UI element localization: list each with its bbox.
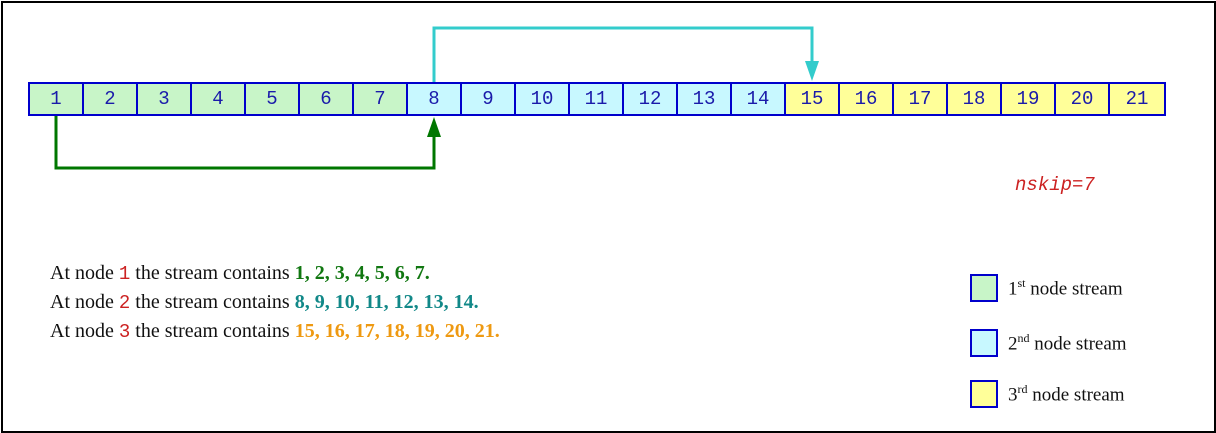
cell-4: 4 [192,84,246,114]
cell-3: 3 [138,84,192,114]
node-number: 3 [118,321,131,343]
stream-numbers: 15, 16, 17, 18, 19, 20, 21. [294,320,500,342]
line-prefix: At node [50,291,119,313]
cell-17: 17 [894,84,948,114]
line-prefix: At node [50,262,119,284]
legend-swatch [970,274,998,302]
cell-19: 19 [1002,84,1056,114]
line-middle: the stream contains [130,291,295,313]
line-prefix: At node [50,320,119,342]
arrowhead-15 [805,61,819,81]
cell-12: 12 [624,84,678,114]
cell-6: 6 [300,84,354,114]
stream-line-node-2: At node 2 the stream contains 8, 9, 10, … [50,291,479,314]
line-middle: the stream contains [130,262,295,284]
stream-numbers: 1, 2, 3, 4, 5, 6, 7. [294,262,430,284]
cell-7: 7 [354,84,408,114]
cell-5: 5 [246,84,300,114]
legend-label: 1st node stream [1008,275,1123,300]
legend-swatch [970,329,998,357]
cell-20: 20 [1056,84,1110,114]
arrow-1-to-8 [54,116,436,170]
cell-2: 2 [84,84,138,114]
cell-10: 10 [516,84,570,114]
arrowhead-8 [427,117,441,137]
cell-16: 16 [840,84,894,114]
legend-label: 2nd node stream [1008,330,1127,355]
cell-9: 9 [462,84,516,114]
cell-14: 14 [732,84,786,114]
stream-line-node-3: At node 3 the stream contains 15, 16, 17… [50,320,500,343]
cell-8: 8 [408,84,462,114]
legend-item-stream-3: 3rd node stream [970,380,1125,408]
cell-13: 13 [678,84,732,114]
legend-item-stream-2: 2nd node stream [970,329,1127,357]
arrow-8-to-15 [432,26,814,82]
node-number: 2 [118,292,131,314]
legend-label: 3rd node stream [1008,381,1125,406]
stream-numbers: 8, 9, 10, 11, 12, 13, 14. [294,291,479,313]
cell-15: 15 [786,84,840,114]
cell-18: 18 [948,84,1002,114]
legend-item-stream-1: 1st node stream [970,274,1123,302]
cell-21: 21 [1110,84,1164,114]
line-middle: the stream contains [130,320,295,342]
node-number: 1 [118,263,131,285]
cell-11: 11 [570,84,624,114]
nskip-label: nskip=7 [1015,174,1095,196]
stream-line-node-1: At node 1 the stream contains 1, 2, 3, 4… [50,262,430,285]
cell-1: 1 [30,84,84,114]
legend-swatch [970,380,998,408]
